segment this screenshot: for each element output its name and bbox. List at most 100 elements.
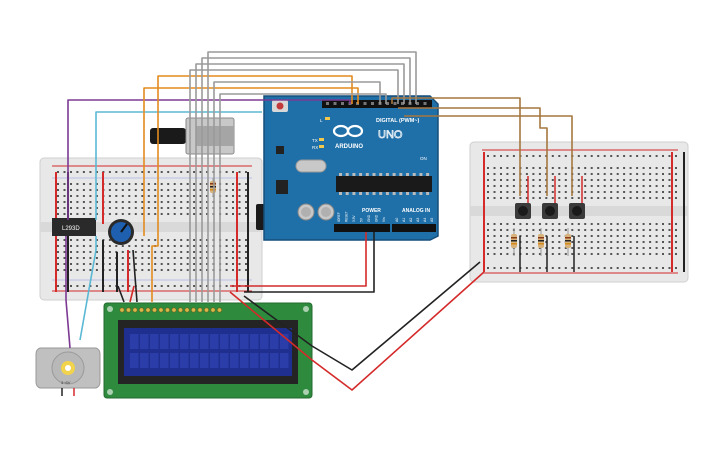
breadboard-hole (82, 195, 85, 197)
lcd-pin[interactable] (139, 307, 145, 313)
breadboard-hole (551, 247, 554, 249)
breadboard-hole (655, 179, 658, 181)
dc-motor[interactable]: 3~6V (35, 347, 101, 396)
digital-pin[interactable] (333, 102, 337, 105)
breadboard-hole (603, 155, 606, 157)
lcd-pin[interactable] (165, 307, 171, 313)
lcd-pin[interactable] (158, 307, 164, 313)
lcd-char-cell (240, 334, 249, 349)
breadboard-hole (160, 201, 163, 203)
lcd-char-cell (130, 334, 139, 349)
chip-leg (412, 173, 416, 176)
push-button[interactable] (569, 203, 585, 219)
breadboard-hole (623, 185, 626, 187)
breadboard-hole (500, 155, 502, 157)
breadboard-hole (141, 171, 144, 173)
breadboard-hole (662, 247, 664, 249)
potentiometer-knob[interactable] (108, 219, 134, 245)
breadboard-hole (493, 173, 496, 175)
breadboard-hole (232, 201, 234, 203)
breadboard-hole (636, 223, 639, 225)
lcd-pin[interactable] (210, 307, 216, 313)
breadboard-hole (649, 247, 652, 249)
breadboard-hole (167, 195, 170, 197)
digital-pin[interactable] (326, 102, 329, 105)
breadboard-hole (545, 229, 548, 231)
breadboard-hole (512, 167, 515, 169)
breadboard-hole (141, 285, 144, 287)
breadboard-hole (193, 201, 196, 203)
breadboard-hole (186, 171, 189, 173)
breadboard-hole (675, 229, 677, 231)
breadboard-hole (167, 183, 170, 185)
lcd-pin[interactable] (178, 307, 184, 313)
breadboard-hole (571, 229, 574, 231)
breadboard-hole (577, 191, 580, 193)
breadboard-hole (115, 213, 118, 215)
breadboard-hole (186, 189, 189, 191)
breadboard-hole (180, 189, 183, 191)
breadboard-hole (500, 253, 502, 255)
push-button[interactable] (515, 203, 531, 219)
breadboard-hole (597, 179, 600, 181)
breadboard-hole (160, 189, 163, 191)
breadboard-hole (154, 263, 157, 265)
breadboard-hole (649, 267, 652, 269)
digital-pin[interactable] (401, 102, 404, 105)
breadboard-hole (134, 239, 137, 241)
lcd-pin[interactable] (145, 307, 151, 313)
lcd-16x2-display[interactable] (103, 302, 313, 399)
breadboard-hole (493, 267, 496, 269)
breadboard-hole (500, 197, 502, 199)
digital-pin[interactable] (386, 102, 389, 105)
digital-pin[interactable] (416, 102, 419, 105)
digital-pin[interactable] (341, 102, 344, 105)
breadboard-hole (167, 189, 170, 191)
breadboard-hole (95, 285, 98, 287)
push-button[interactable] (542, 203, 558, 219)
chip-leg (339, 192, 342, 195)
lcd-pin[interactable] (171, 307, 177, 313)
breadboard-hole (238, 207, 241, 209)
breadboard-hole (141, 239, 144, 241)
l293d-driver-chip[interactable]: L293D (52, 218, 96, 236)
breadboard-hole (199, 183, 202, 185)
breadboard-hole (128, 207, 131, 209)
breadboard-hole (225, 245, 228, 247)
breadboard-hole (500, 223, 502, 225)
breadboard-hole (668, 167, 671, 169)
digital-pin[interactable] (423, 102, 427, 105)
breadboard-hole (532, 191, 535, 193)
arduino-uno-board[interactable]: DIGITAL (PWM~) ARDUINO UNO TX RX L ON PO… (150, 95, 439, 241)
breadboard-hole (577, 155, 580, 157)
breadboard-hole (245, 263, 247, 265)
digital-pin[interactable] (363, 102, 367, 105)
digital-pin[interactable] (371, 102, 374, 105)
chip-leg (385, 192, 389, 195)
lcd-pin[interactable] (119, 307, 125, 313)
breadboard-hole (173, 201, 176, 203)
breadboard-hole (186, 257, 189, 259)
lcd-pin[interactable] (204, 307, 210, 313)
breadboard-hole (134, 171, 137, 173)
breadboard-hole (154, 201, 157, 203)
breadboard-hole (70, 251, 72, 253)
lcd-pin[interactable] (132, 307, 138, 313)
breadboard-hole (616, 167, 619, 169)
chip-leg (345, 173, 349, 176)
lcd-pin[interactable] (184, 307, 190, 313)
digital-pin[interactable] (393, 102, 397, 105)
breadboard-hole (642, 235, 645, 237)
breadboard-hole (63, 207, 66, 209)
lcd-pin[interactable] (197, 307, 203, 313)
breadboard-hole (141, 195, 144, 197)
lcd-pin[interactable] (152, 307, 158, 313)
lcd-pin[interactable] (126, 307, 132, 313)
breadboard-hole (551, 191, 554, 193)
digital-header (322, 100, 432, 108)
breadboard-hole (141, 257, 144, 259)
lcd-pin[interactable] (191, 307, 197, 313)
lcd-pin[interactable] (217, 307, 223, 313)
breadboard-hole (551, 167, 554, 169)
breadboard-hole (564, 167, 567, 169)
